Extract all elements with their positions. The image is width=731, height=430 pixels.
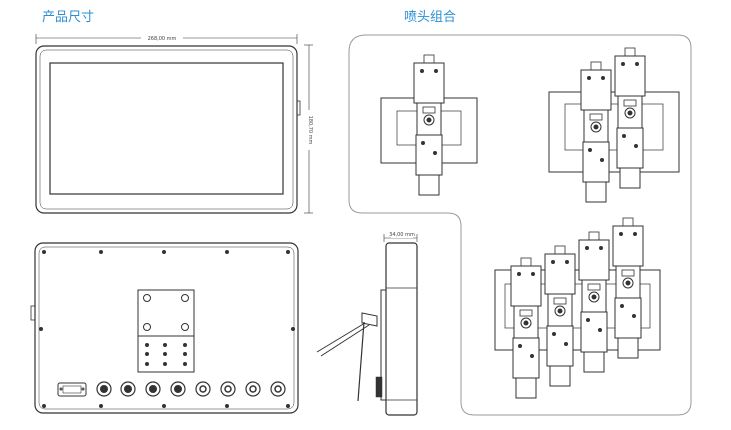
nozzle-combo-1 <box>380 54 478 196</box>
side-depth-label: 34,00 mm <box>389 232 415 238</box>
front-view <box>35 34 313 214</box>
back-view <box>30 242 299 414</box>
back-screw-holes <box>39 250 295 408</box>
front-height-label: 180,70 mm <box>307 116 313 145</box>
heading-product-size: 产品尺寸 <box>42 9 95 24</box>
nozzle-panel-border <box>348 34 692 416</box>
nozzle-combo-2 <box>548 47 680 203</box>
nozzle-combo-4 <box>494 217 661 399</box>
front-width-label: 268,00 mm <box>148 36 177 42</box>
side-view <box>316 234 418 416</box>
back-connectors <box>96 381 286 397</box>
heading-nozzle-combination: 喷头组合 <box>404 9 457 24</box>
